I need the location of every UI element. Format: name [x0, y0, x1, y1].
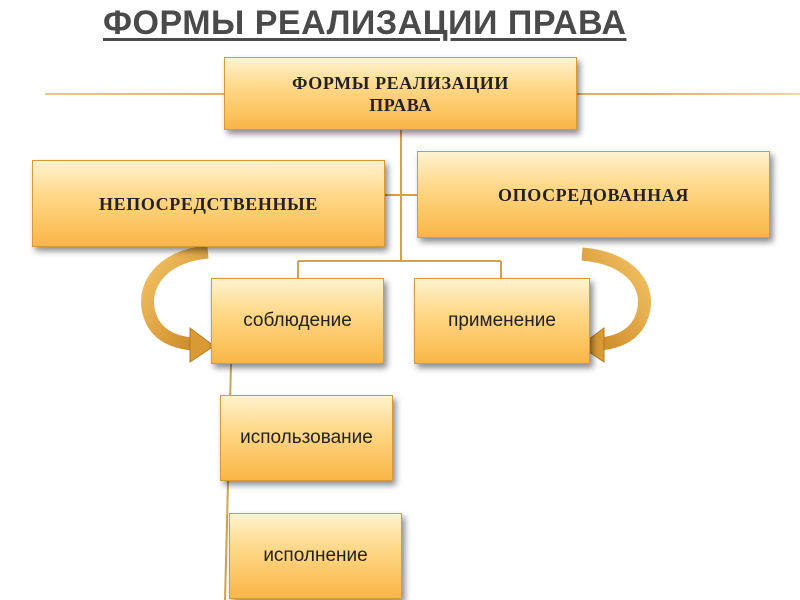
- curved-arrow-right-icon: [579, 247, 651, 363]
- node-execution-label: исполнение: [263, 545, 368, 566]
- node-use: использование: [220, 395, 393, 481]
- page-title: ФОРМЫ РЕАЛИЗАЦИИ ПРАВА: [103, 4, 627, 42]
- node-root: ФОРМЫ РЕАЛИЗАЦИИ ПРАВА: [224, 57, 577, 130]
- node-application: применение: [414, 278, 590, 364]
- curved-arrow-left-icon: [141, 245, 215, 363]
- node-direct: НЕПОСРЕДСТВЕННЫЕ: [32, 160, 385, 247]
- node-mediated-label: ОПОСРЕДОВАННАЯ: [498, 184, 689, 205]
- node-root-label: ФОРМЫ РЕАЛИЗАЦИИ ПРАВА: [291, 72, 509, 115]
- node-mediated: ОПОСРЕДОВАННАЯ: [417, 151, 770, 238]
- node-observance-label: соблюдение: [243, 310, 352, 331]
- node-execution: исполнение: [229, 513, 402, 599]
- node-application-label: применение: [448, 310, 556, 331]
- node-observance: соблюдение: [211, 278, 384, 364]
- node-use-label: использование: [240, 427, 373, 448]
- node-direct-label: НЕПОСРЕДСТВЕННЫЕ: [99, 193, 318, 214]
